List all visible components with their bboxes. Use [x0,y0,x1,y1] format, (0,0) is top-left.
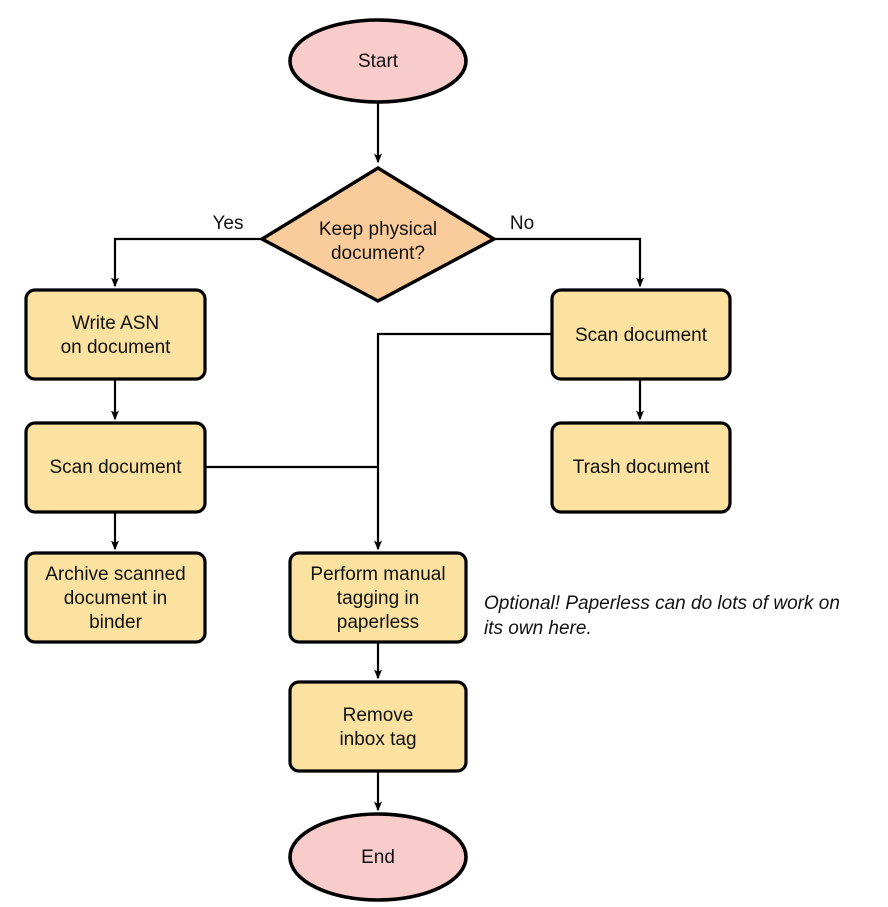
end-ellipse-shape [288,812,468,902]
edge-decision-no [494,237,644,288]
node-scan-document-right[interactable]: Scan document [550,288,732,381]
annotation-optional-note: Optional! Paperless can do lots of work … [484,593,840,639]
write-asn-label-line-2: on document [61,337,172,358]
archive-box-shape [24,551,207,644]
scan-right-label: Scan document [575,325,708,346]
decision-label-line-2: document? [331,243,425,264]
edge-label-yes: Yes [213,213,244,234]
node-trash-document[interactable]: Trash document [550,421,732,514]
remove-inbox-box-shape [288,680,468,773]
tagging-label-line-2: tagging in [337,588,419,609]
node-archive-scanned-document[interactable]: Archive scanned document in binder [24,551,207,644]
remove-inbox-label-line-1: Remove [343,705,414,726]
write-asn-label-line-1: Write ASN [72,313,159,334]
tagging-box-shape [288,551,468,644]
node-end[interactable]: End [288,812,468,902]
node-remove-inbox-tag[interactable]: Remove inbox tag [288,680,468,773]
end-label: End [361,847,395,868]
archive-label-line-3: binder [89,612,142,633]
node-perform-manual-tagging[interactable]: Perform manual tagging in paperless [288,551,468,644]
node-write-asn-on-document[interactable]: Write ASN on document [24,288,207,381]
scan-left-label: Scan document [49,457,182,478]
scan-left-box-shape [24,421,207,514]
trash-box-shape [550,421,732,514]
start-ellipse-shape [288,18,468,104]
tagging-label-line-1: Perform manual [310,564,445,585]
scan-right-box-shape [550,288,732,381]
tagging-label-line-3: paperless [337,612,419,633]
start-label: Start [358,51,399,72]
archive-label-line-1: Archive scanned [45,564,185,585]
node-decision-keep-physical-document[interactable]: Keep physical document? [258,166,498,303]
edge-label-no: No [510,213,534,234]
optional-note-line-1: Optional! Paperless can do lots of work … [484,593,840,614]
edge-scan-right-to-tagging [374,332,552,551]
archive-label-line-2: document in [64,588,168,609]
node-start[interactable]: Start [288,18,468,104]
node-scan-document-left[interactable]: Scan document [24,421,207,514]
decision-label-line-1: Keep physical [319,219,437,240]
remove-inbox-label-line-2: inbox tag [339,729,416,750]
connector-layer [111,102,644,812]
decision-diamond-shape [258,166,498,303]
edge-decision-yes [111,237,262,288]
optional-note-line-2: its own here. [484,618,592,639]
trash-label: Trash document [573,457,710,478]
write-asn-box-shape [24,288,207,381]
